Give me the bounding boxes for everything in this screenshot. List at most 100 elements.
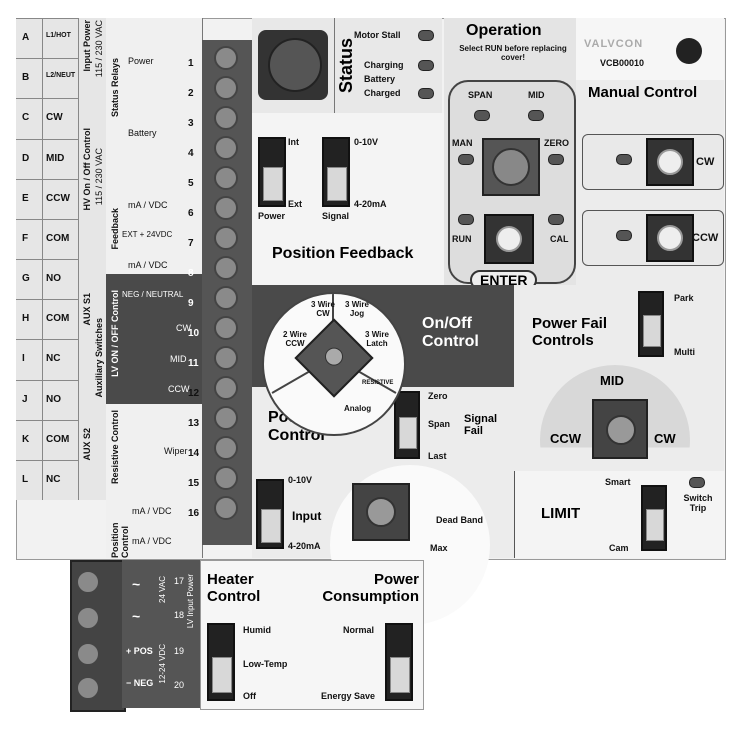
terminal-letter: K [22, 433, 30, 445]
terminal-letter: B [22, 72, 30, 84]
input-label: Input [292, 509, 322, 523]
signal-4-20ma-label: 4-20mA [354, 199, 387, 209]
terminal-screw[interactable] [214, 136, 238, 160]
terminal-screw[interactable] [214, 196, 238, 220]
low-temp-label: Low-Temp [243, 659, 288, 669]
dead-band-knob[interactable] [352, 483, 410, 541]
dc-voltage-label: 12-24 VDC [158, 644, 167, 684]
terminal-letter: I [22, 353, 25, 365]
terminal-letter: L [22, 473, 29, 485]
enter-button[interactable] [484, 214, 534, 264]
power-consumption-switch[interactable] [385, 623, 413, 701]
terminal-screw[interactable] [214, 376, 238, 400]
terminal-label: NC [46, 353, 61, 365]
terminal-screw[interactable] [214, 496, 238, 520]
switch-trip-label: Switch Trip [683, 493, 713, 513]
input-power-voltage: 115 / 230 VAC [94, 20, 104, 78]
terminal-number: 1 [188, 58, 194, 69]
terminal-screw[interactable] [214, 466, 238, 490]
power-feedback-switch[interactable] [258, 137, 286, 207]
heater-switch[interactable] [207, 623, 235, 701]
neg-neutral-label: NEG / NEUTRAL [122, 290, 184, 299]
manual-cw-button[interactable] [646, 138, 694, 186]
inductor-component [258, 30, 328, 100]
signal-switch[interactable] [322, 137, 350, 207]
battery-status-label: Battery [364, 74, 396, 84]
terminal-screw[interactable] [214, 406, 238, 430]
signal-fail-label: Signal Fail [464, 413, 498, 437]
span-fail-label: Span [428, 419, 451, 429]
terminal-label: MID [46, 152, 65, 164]
mounting-hole [676, 38, 702, 64]
hv-control-label: HV On / Off Control [82, 128, 92, 211]
cw-manual-led [616, 154, 632, 165]
brand-area: VALVCON VCB00010 [576, 18, 724, 80]
terminal-screw[interactable] [214, 256, 238, 280]
signal-fail-switch[interactable] [394, 391, 420, 459]
switch-trip-led [689, 477, 705, 488]
terminal-20: 20 [174, 680, 185, 690]
terminal-screw[interactable] [214, 76, 238, 100]
operation-note: Select RUN before replacing cover! [459, 44, 567, 62]
multi-label: Multi [674, 347, 695, 357]
motor-stall-led [418, 30, 434, 41]
power-fail-knob[interactable] [592, 399, 648, 459]
heater-title: Heater Control [207, 571, 261, 605]
terminal-label: COM [46, 313, 70, 325]
charged-led [418, 88, 434, 99]
zero-label: ZERO [544, 138, 570, 148]
terminal-screw[interactable] [214, 226, 238, 250]
lv-ccw-label: CCW [168, 384, 190, 394]
terminal-number: 12 [188, 388, 200, 399]
terminal-screw[interactable] [214, 166, 238, 190]
normal-label: Normal [343, 625, 375, 635]
terminal-letter: C [22, 112, 30, 124]
operation-title: Operation [466, 22, 542, 39]
position-ma-vdc-2: mA / VDC [132, 536, 172, 546]
hv-control-voltage: 115 / 230 VAC [94, 148, 104, 206]
terminal-letter: G [22, 273, 30, 285]
run-label: RUN [452, 234, 472, 244]
terminal-number: 2 [188, 88, 194, 99]
max-label: Max [430, 543, 448, 553]
input-switch[interactable] [256, 479, 284, 549]
terminal-label: COM [46, 232, 70, 244]
terminal-letter: D [22, 152, 30, 164]
last-fail-label: Last [428, 451, 447, 461]
terminal-number: 7 [188, 238, 194, 249]
model-number: VCB00010 [600, 58, 645, 68]
terminal-label: CCW [46, 192, 70, 204]
span-led [474, 110, 490, 121]
terminal-screw[interactable] [214, 46, 238, 70]
terminal-number: 16 [188, 508, 200, 519]
charging-led [418, 60, 434, 71]
lv-control-label: LV ON / OFF Control [110, 290, 120, 377]
power-consumption-title: Power Consumption [322, 571, 419, 605]
terminal-number: 8 [188, 268, 194, 279]
feedback-ma-vdc-2: mA / VDC [128, 260, 168, 270]
status-panel: Status Motor Stall Charging Battery Char… [252, 18, 442, 114]
terminal-number: 9 [188, 298, 194, 309]
terminal-number: 3 [188, 118, 194, 129]
terminal-18: 18 [174, 610, 185, 620]
power-fail-switch[interactable] [638, 291, 664, 357]
terminal-screw[interactable] [214, 106, 238, 130]
power-fail-ccw-label: CCW [550, 431, 582, 446]
analog-label: Analog [344, 404, 372, 413]
terminal-number: 4 [188, 148, 194, 159]
mode-selector-knob[interactable] [482, 138, 540, 196]
lv-mid-label: MID [170, 354, 187, 364]
terminal-screw[interactable] [214, 346, 238, 370]
terminal-screw[interactable] [214, 436, 238, 460]
manual-ccw-button[interactable] [646, 214, 694, 262]
terminal-block [202, 40, 254, 545]
resistive-control-label: Resistive Control [110, 410, 120, 485]
terminal-number: 11 [188, 358, 199, 369]
aux-switches-label: Auxiliary Switches [94, 318, 104, 398]
manual-control-panel: Manual Control CW CCW [576, 80, 724, 285]
battery-relay-label: Battery [128, 128, 157, 138]
limit-switch[interactable] [641, 485, 667, 551]
terminal-screw[interactable] [214, 316, 238, 340]
limit-panel: LIMIT Smart Cam Switch Trip [514, 471, 725, 558]
terminal-screw[interactable] [214, 286, 238, 310]
